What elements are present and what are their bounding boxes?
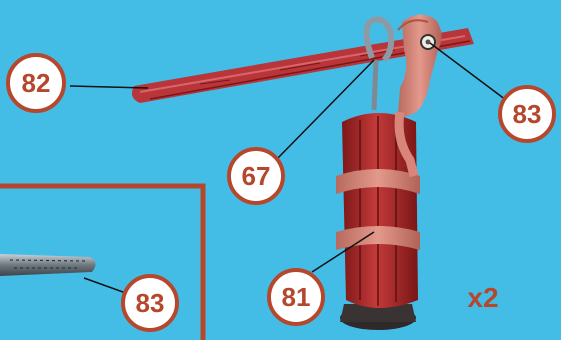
callout-83-inset-label: 83	[136, 288, 165, 318]
callout-82: 82	[8, 55, 64, 111]
callout-67: 67	[229, 149, 283, 203]
callout-83-inset: 83	[123, 276, 177, 330]
callout-81: 81	[269, 270, 323, 324]
callout-83-main-label: 83	[513, 99, 542, 129]
callout-82-label: 82	[22, 68, 51, 98]
leader-83-main	[430, 43, 506, 100]
callout-81-label: 81	[282, 282, 311, 312]
callout-67-label: 67	[242, 161, 271, 191]
pivot-bracket	[398, 14, 442, 116]
quantity-label: x2	[467, 282, 498, 313]
post-body	[336, 112, 420, 330]
callout-83-main: 83	[500, 87, 554, 141]
inset-pin	[0, 254, 96, 276]
leader-lines	[70, 43, 506, 296]
